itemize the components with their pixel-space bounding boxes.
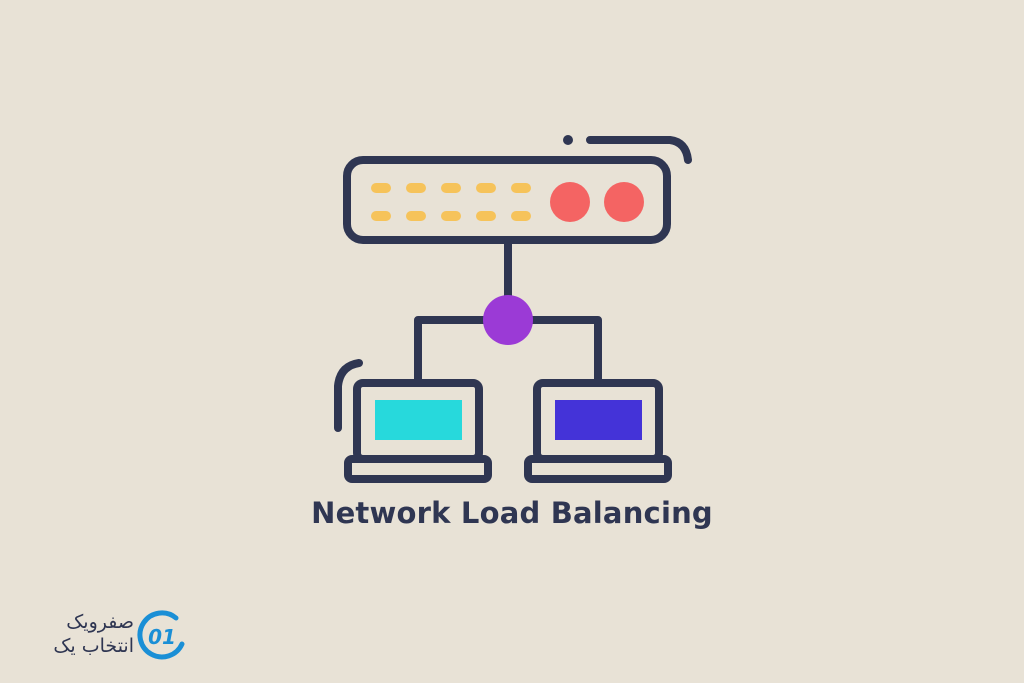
laptop-right-screen (555, 400, 642, 440)
led (371, 211, 391, 221)
server-signal-dot (563, 135, 573, 145)
led (406, 211, 426, 221)
server-led-row-top (371, 183, 531, 193)
brand-logo: صفرویک انتخاب یک 01 (24, 608, 190, 664)
server-icon (343, 135, 692, 244)
brand-mark-icon: 01 (137, 610, 185, 660)
server-indicator-left (550, 182, 590, 222)
led (406, 183, 426, 193)
laptop-icon (334, 359, 492, 483)
led (511, 183, 531, 193)
diagram-caption: Network Load Balancing (311, 496, 713, 530)
branch-right-line (528, 316, 602, 386)
led (441, 211, 461, 221)
laptop-right-base (524, 455, 672, 483)
server-indicator-right (604, 182, 644, 222)
connection-lines (414, 236, 602, 386)
laptop-left-screen (375, 400, 462, 440)
server-led-row-bottom (371, 211, 531, 221)
laptop-left-base (344, 455, 492, 483)
led (511, 211, 531, 221)
led (371, 183, 391, 193)
hub-node-icon (483, 295, 533, 345)
branch-left-line (414, 316, 488, 386)
brand-mark-digits: 01 (148, 625, 176, 649)
brand-wordmark: صفرویک انتخاب یک (24, 610, 134, 658)
laptop-icon (524, 379, 672, 483)
brand-mark-ring (137, 610, 185, 660)
led (476, 211, 496, 221)
brand-wordmark-line-1: صفرویک (66, 611, 134, 633)
led (476, 183, 496, 193)
led (441, 183, 461, 193)
laptop-left-signal-arc (334, 359, 363, 432)
server-signal-arc (586, 136, 692, 164)
brand-wordmark-line-2: انتخاب یک (53, 635, 134, 657)
